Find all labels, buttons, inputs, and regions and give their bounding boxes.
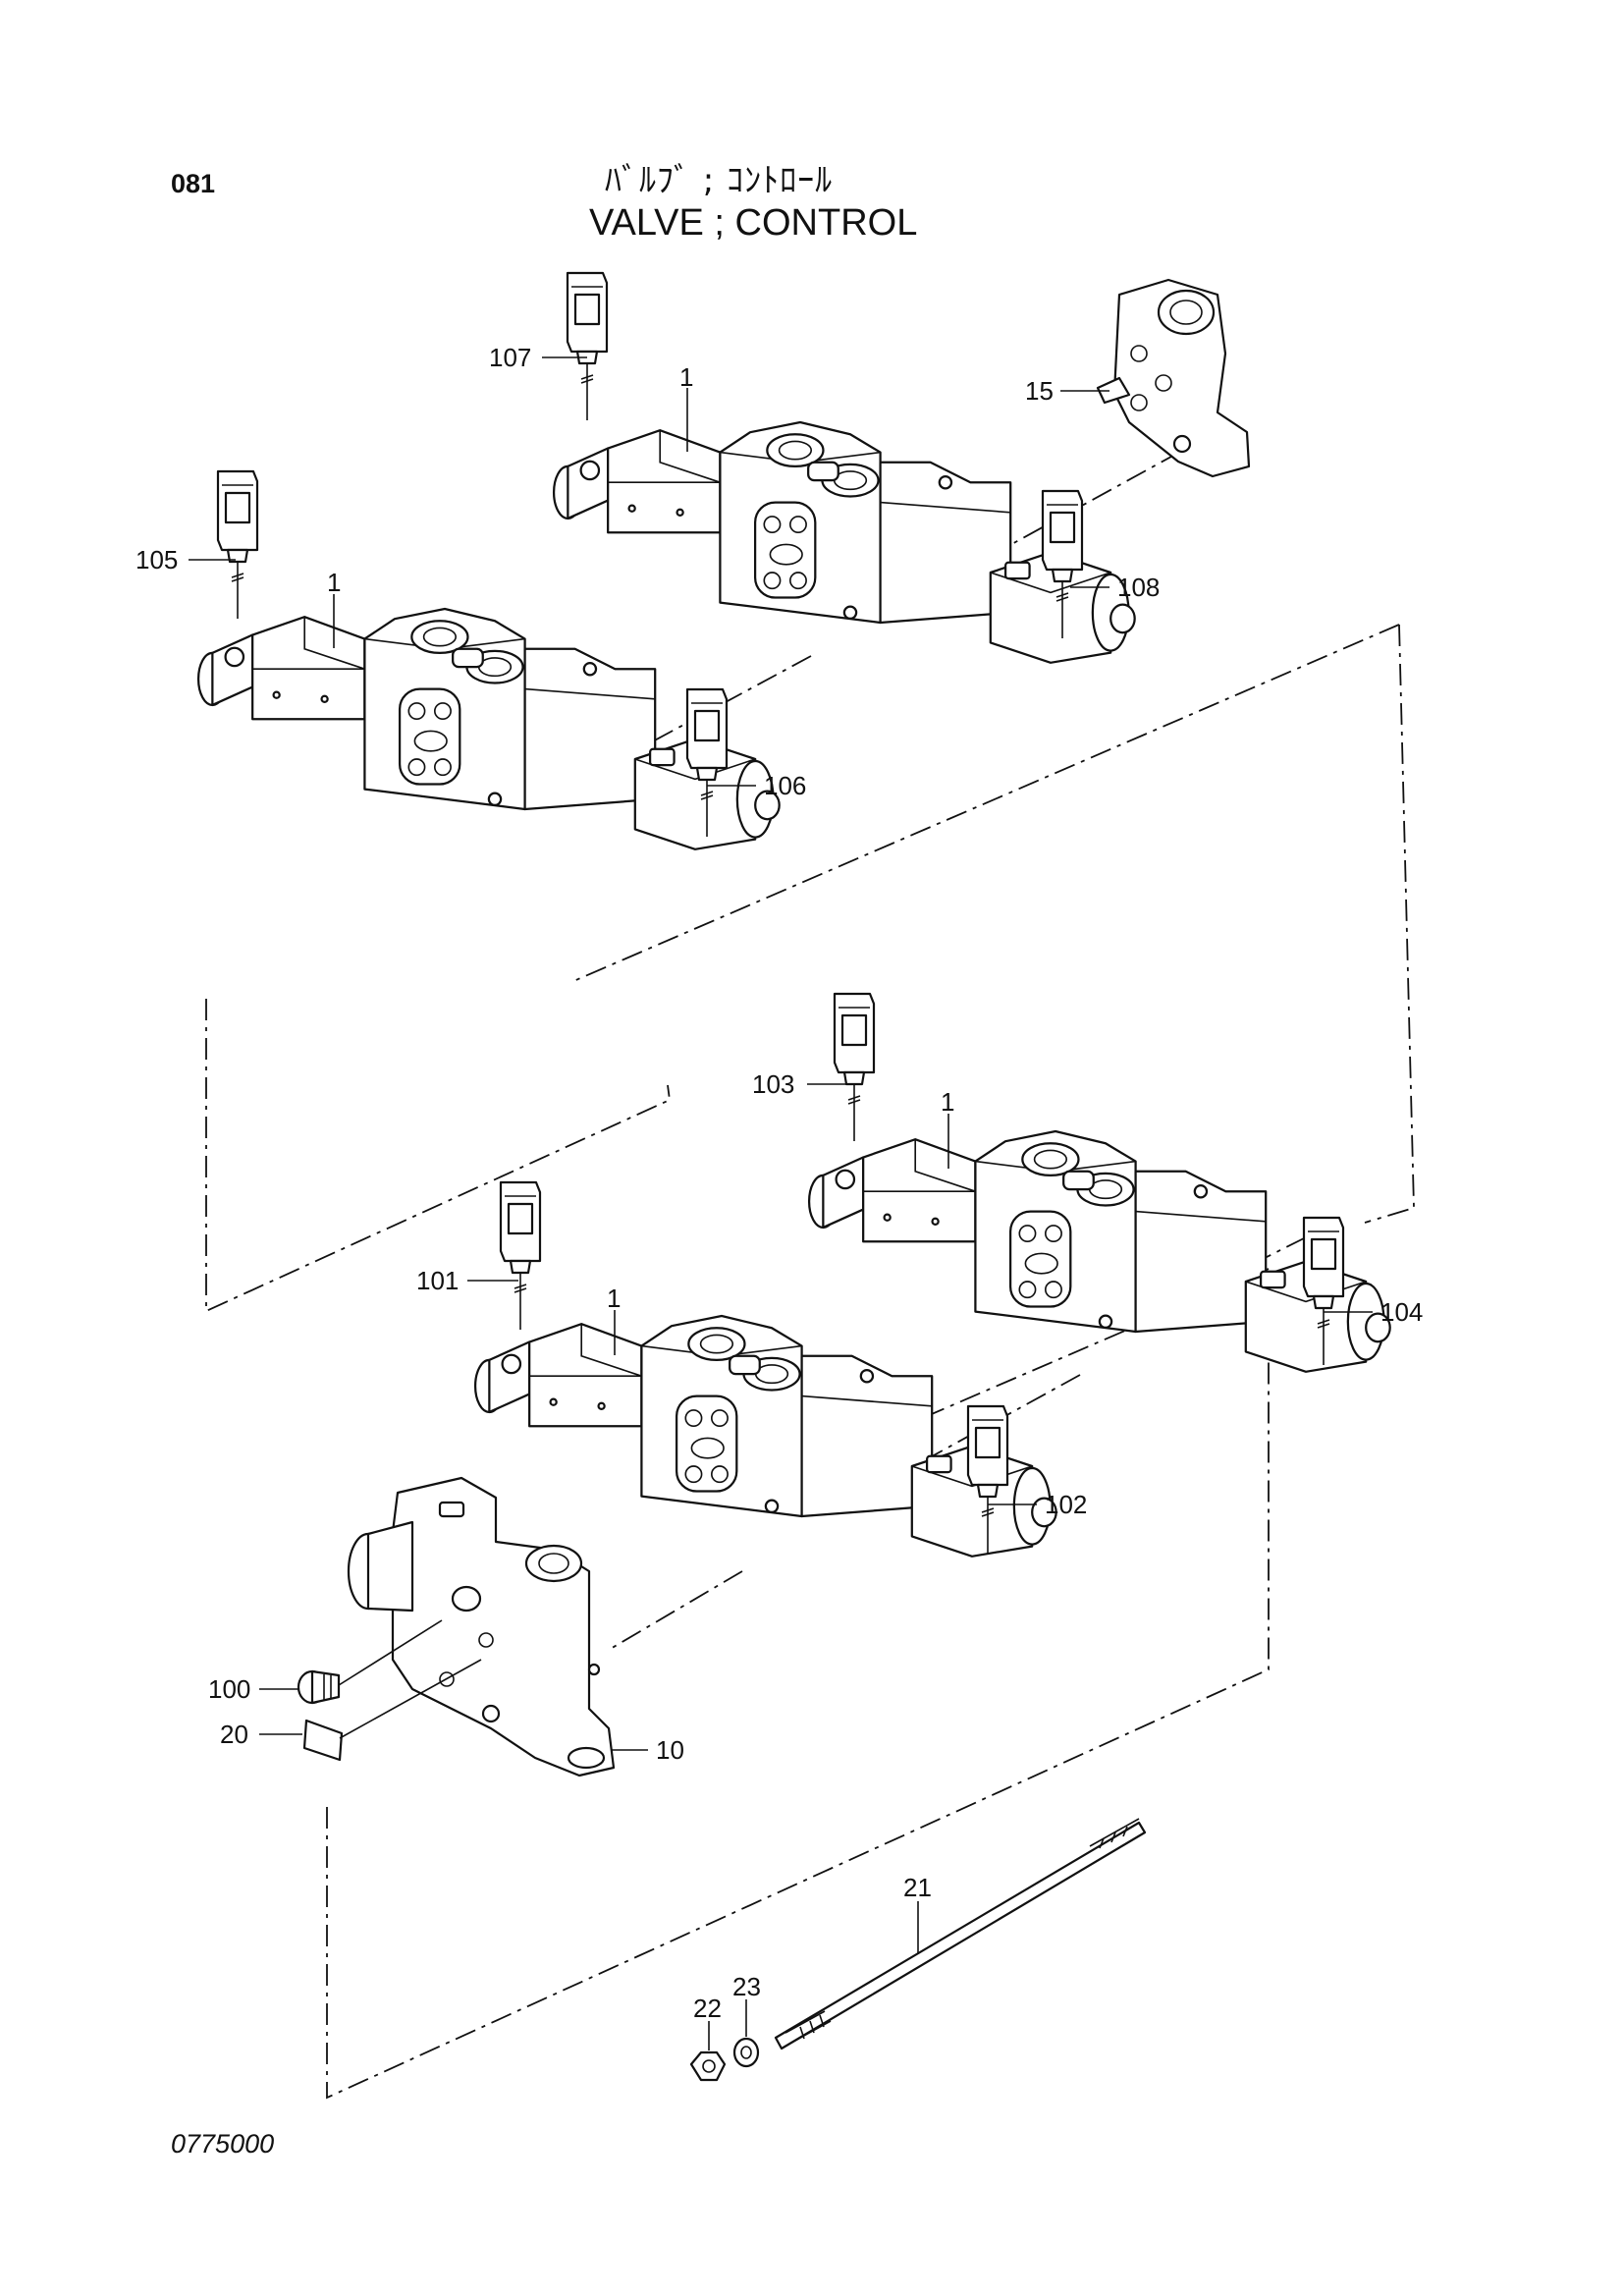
inlet-cover-15 — [1096, 278, 1251, 478]
plate-20 — [302, 1659, 482, 1762]
callout-20: 20 — [220, 1720, 248, 1749]
page-number: 081 — [171, 169, 216, 198]
tie-bolt-21 — [774, 1818, 1147, 2050]
title-english: VALVE ; CONTROL — [589, 202, 918, 244]
callout-1-lower: 1 — [607, 1284, 621, 1313]
callout-105: 105 — [135, 545, 178, 574]
plug-100 — [297, 1619, 443, 1705]
callout-100: 100 — [208, 1674, 250, 1704]
callout-106: 106 — [764, 771, 806, 800]
washer-23 — [732, 2037, 760, 2068]
connector-101 — [499, 1180, 542, 1332]
nut-22 — [689, 2050, 727, 2082]
callout-102: 102 — [1045, 1490, 1087, 1519]
connector-103 — [833, 992, 876, 1143]
callout-22: 22 — [693, 1994, 722, 2023]
assembly-connector-line-a — [570, 624, 1400, 983]
drawing-number: 0775000 — [171, 2129, 275, 2159]
assembly-outline-right — [1364, 624, 1415, 1224]
callout-107: 107 — [489, 343, 531, 372]
callout-108: 108 — [1117, 573, 1160, 602]
connector-105 — [216, 469, 259, 621]
callout-103: 103 — [752, 1069, 794, 1099]
callout-104: 104 — [1380, 1297, 1423, 1327]
leader-lines — [189, 356, 1373, 2050]
connector-107 — [566, 271, 609, 422]
title-japanese: ﾊﾞﾙﾌﾞ ; ｺﾝﾄﾛｰﾙ — [605, 161, 834, 200]
tie-line-lower-to-10 — [608, 1570, 743, 1651]
callout-21: 21 — [903, 1873, 932, 1902]
callout-10: 10 — [656, 1735, 684, 1765]
callout-1-top: 1 — [679, 362, 693, 392]
outlet-cover-10 — [347, 1476, 616, 1777]
callout-1-left: 1 — [327, 568, 341, 597]
assembly-outline-left — [205, 999, 671, 1313]
callout-23: 23 — [732, 1972, 761, 2001]
callout-1-right: 1 — [941, 1087, 954, 1117]
callout-101: 101 — [416, 1266, 459, 1295]
callout-15: 15 — [1025, 376, 1054, 406]
